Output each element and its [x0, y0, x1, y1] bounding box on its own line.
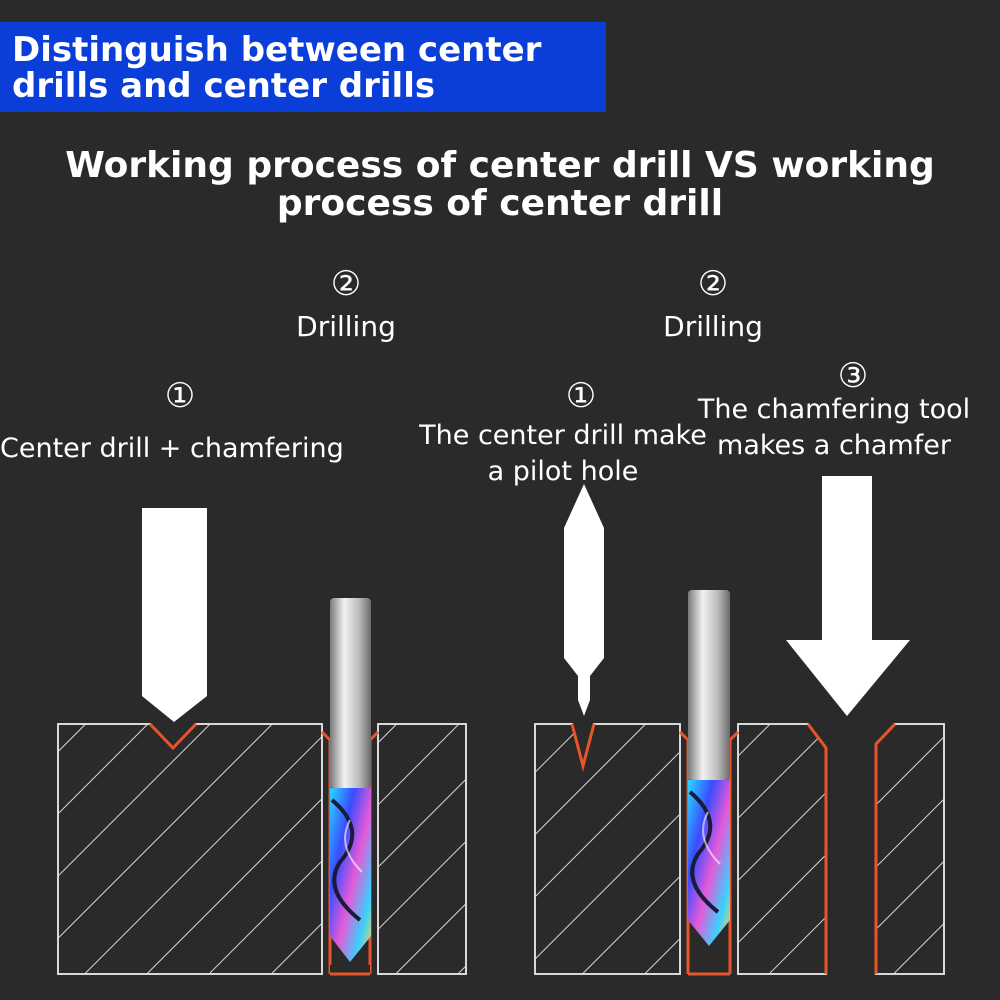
diagram-subtitle: Working process of center drill VS worki…: [65, 145, 935, 224]
right-workpiece-c: [874, 722, 945, 975]
left-step2-label: Drilling: [296, 310, 396, 343]
left-hole-bottom: [330, 965, 370, 976]
right-step2-label: Drilling: [663, 310, 763, 343]
left-twist-drill-icon: [330, 598, 371, 962]
right-workpiece-a: [534, 723, 690, 975]
title-banner: Distinguish between center drills and ce…: [0, 22, 606, 112]
left-step1-number: ①: [164, 376, 196, 416]
right-twist-drill-icon: [688, 590, 730, 946]
right-step3-number: ③: [837, 356, 869, 396]
right-step2-number: ②: [697, 264, 729, 304]
left-workpiece-a: [57, 722, 332, 975]
right-workpiece-b: [728, 723, 828, 975]
right-step1-label: The center drill make a pilot hole: [419, 420, 707, 487]
right-center-drill-icon: [564, 484, 604, 716]
chamfering-tool-arrow-icon: [786, 476, 910, 716]
left-step1-label: Center drill + chamfering: [0, 433, 344, 464]
left-step2-number: ②: [330, 264, 362, 304]
left-center-chamfer-tool-icon: [142, 508, 207, 722]
right-step1-number: ①: [565, 376, 597, 416]
right-step3-label: The chamfering tool makes a chamfer: [697, 394, 971, 461]
left-workpiece-b: [368, 723, 467, 975]
banner-title: Distinguish between center drills and ce…: [12, 30, 542, 106]
